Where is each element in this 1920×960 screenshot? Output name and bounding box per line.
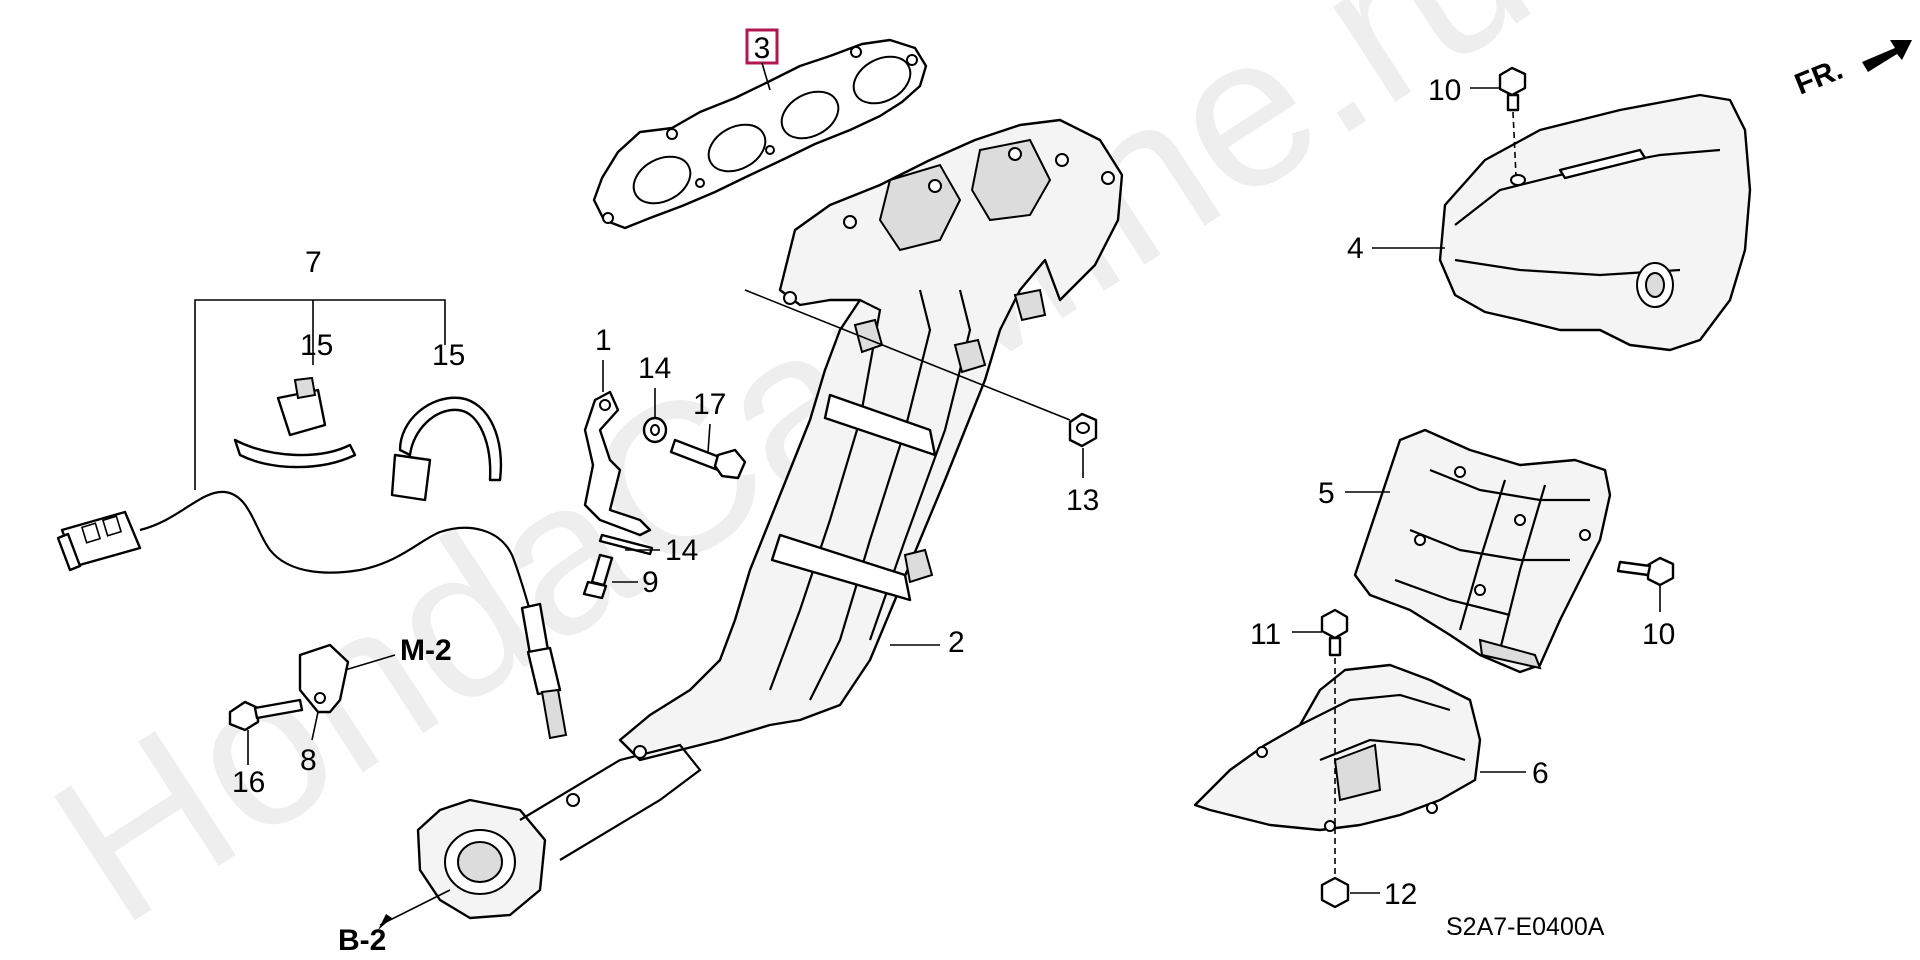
bolt-part-9[interactable] [582,553,614,600]
callout-1[interactable]: 1 [595,324,612,357]
leader-line [311,711,319,741]
clip-part-15b[interactable] [390,396,503,502]
callout-14[interactable]: 14 [638,352,671,385]
callout-11[interactable]: 11 [1250,618,1281,651]
callout-15b[interactable]: 15 [432,339,465,372]
grouping-bracket [194,299,446,490]
bracket-part-8[interactable] [298,643,350,714]
callout-13[interactable]: 13 [1066,484,1099,517]
callout-15[interactable]: 15 [300,329,333,362]
callout-10b[interactable]: 10 [1642,618,1675,651]
callout-4[interactable]: 4 [1347,232,1364,265]
heat-shield-part-4[interactable] [1438,93,1752,352]
oxygen-sensor-harness[interactable] [56,490,568,740]
leader-line [707,423,711,453]
nut-part-13[interactable] [1068,412,1098,448]
leader-line [744,289,1071,421]
bolt-part-16[interactable] [228,698,304,732]
callout-14b[interactable]: 14 [665,534,698,567]
callout-9[interactable]: 9 [642,566,659,599]
exhaust-manifold-part-2[interactable] [416,118,1124,920]
leader-line [761,62,771,91]
bracket-part-1[interactable] [583,390,652,537]
callout-5[interactable]: 5 [1318,477,1335,510]
drawing-code: S2A7-E0400A [1446,913,1605,941]
bolt-part-10b[interactable] [1616,556,1675,587]
heat-shield-part-5[interactable] [1353,428,1612,674]
leader-line [379,889,451,926]
ref-m2[interactable]: M-2 [400,634,452,667]
gasket-part-3[interactable] [592,38,928,230]
front-arrow-icon [1862,40,1912,72]
callout-17[interactable]: 17 [693,388,726,421]
callout-2[interactable]: 2 [948,626,965,659]
dashed-guide [1512,111,1517,177]
leader-line [344,654,396,671]
bolt-part-10[interactable] [1498,66,1527,112]
arrow-icon [378,914,392,930]
front-direction-indicator: FR. [1790,40,1912,101]
bolt-part-11[interactable] [1320,608,1349,657]
washer-part-14[interactable] [642,416,668,444]
callout-12[interactable]: 12 [1384,878,1417,911]
heat-shield-part-6[interactable] [1193,663,1482,832]
callout-8[interactable]: 8 [300,744,317,777]
nut-part-12[interactable] [1320,876,1350,909]
front-indicator-label: FR. [1790,53,1847,102]
callout-6[interactable]: 6 [1532,757,1549,790]
bolt-part-17[interactable] [669,438,747,480]
callout-16[interactable]: 16 [232,766,265,799]
callout-3[interactable]: 3 [754,32,771,65]
clip-part-15[interactable] [233,376,357,469]
callout-7[interactable]: 7 [305,246,322,279]
callout-10[interactable]: 10 [1428,74,1461,107]
